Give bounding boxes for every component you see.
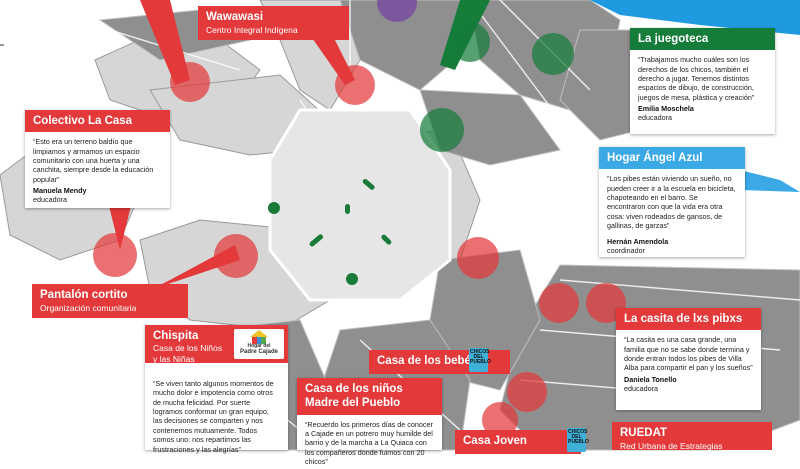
ruedat-subtitle: Red Urbana de Estrategias [620, 440, 723, 451]
hogar-name: Hernán Amendola [607, 236, 669, 246]
marker-wawawasi [170, 62, 210, 102]
place-markers [93, 62, 626, 438]
logo-big-text: Padre Cajade [239, 349, 279, 356]
wawawasi-title: Wawawasi [206, 11, 264, 23]
marker-wawawasi-2 [335, 65, 375, 105]
wawawasi-subtitle: Centro Integral Indígena [206, 24, 298, 35]
wawawasi-label[interactable]: Wawawasi Centro Integral Indígena [198, 6, 349, 40]
casita-card[interactable]: La casita de lxs pibxs “La casita es una… [616, 308, 761, 410]
green-markers [420, 22, 574, 152]
bebes-title: Casa de los bebés [377, 355, 478, 367]
plaza-features [268, 178, 392, 285]
marker-casita-1 [539, 283, 579, 323]
marker-juegoteca-2 [532, 33, 574, 75]
chispita-header: Chispita Casa de los Niños y las Niñas H… [145, 325, 288, 364]
house-icon [250, 330, 268, 344]
juegoteca-title: La juegoteca [630, 28, 775, 51]
marker-juegoteca-1 [450, 22, 490, 62]
hogar-title: Hogar Ángel Azul [599, 147, 745, 170]
marker-purple [377, 0, 417, 22]
ruedat-title: RUEDAT [620, 427, 668, 439]
joven-title: Casa Joven [463, 435, 527, 447]
marker-chispita [457, 237, 499, 279]
marker-madre [482, 402, 518, 438]
colectivo-role: educadora [33, 195, 67, 205]
madre-title-1: Casa de los niños [305, 383, 403, 395]
logo-small-text: Hogar del [247, 343, 271, 349]
joven-badge: CHICOS DEL PUEBLO [567, 428, 589, 452]
bebes-badge: CHICOS DEL PUEBLO [469, 348, 491, 372]
juegoteca-quote: “Trabajamos mucho cuáles son los derecho… [638, 55, 755, 102]
chispita-title: Chispita [153, 330, 199, 342]
colectivo-name: Manuela Mendy [33, 186, 87, 196]
padre-cajade-logo: Hogar del Padre Cajade [234, 329, 284, 359]
madre-quote: “Recuerdo los primeros días de conocer a… [305, 419, 433, 467]
juegoteca-role: educadora [638, 113, 672, 123]
chispita-card[interactable]: Chispita Casa de los Niños y las Niñas H… [145, 325, 288, 454]
marker-juegoteca-3 [420, 108, 464, 152]
pantalon-title: Pantalón cortito [40, 289, 128, 301]
river [590, 0, 800, 35]
chispita-subtitle-1: Casa de los Niños [153, 343, 222, 354]
casita-name: Daniela Tonello [624, 374, 677, 384]
hogar-role: coordinador [607, 245, 645, 255]
colectivo-quote: “Esto era un terreno baldío que limpiamo… [33, 137, 154, 184]
chispita-quote: “Se viven tanto algunos momentos de much… [153, 379, 274, 454]
madre-card[interactable]: Casa de los niños Madre del Pueblo “Recu… [297, 378, 442, 466]
hogar-quote: “Los pibes están viviendo un sueño, no p… [607, 174, 736, 231]
ruedat-label[interactable]: RUEDAT Red Urbana de Estrategias [612, 422, 772, 451]
joven-label[interactable]: Casa Joven [455, 430, 581, 454]
chispita-subtitle-2: y las Niñas [153, 354, 195, 364]
pointer-wawawasi [140, 0, 190, 85]
pointer-hogar [740, 170, 800, 192]
marker-colectivo [93, 233, 137, 277]
colectivo-title: Colectivo La Casa [25, 110, 170, 133]
casita-title: La casita de lxs pibxs [616, 308, 761, 331]
casita-role: educadora [624, 383, 658, 393]
pantalon-label[interactable]: Pantalón cortito Organización comunitari… [32, 284, 188, 318]
madre-header: Casa de los niños Madre del Pueblo [297, 378, 442, 415]
madre-title-2: Madre del Pueblo [305, 397, 401, 410]
marker-pantalon [214, 234, 258, 278]
juegoteca-card[interactable]: La juegoteca “Trabajamos mucho cuáles so… [630, 28, 775, 134]
marker-bebes [507, 372, 547, 412]
casita-quote: “La casita es una casa grande, una famil… [624, 335, 753, 373]
pantalon-subtitle: Organización comunitaria [40, 302, 137, 313]
hogar-card[interactable]: Hogar Ángel Azul “Los pibes están vivien… [599, 147, 745, 257]
juegoteca-name: Emilia Moschela [638, 104, 694, 114]
colectivo-card[interactable]: Colectivo La Casa “Esto era un terreno b… [25, 110, 170, 208]
